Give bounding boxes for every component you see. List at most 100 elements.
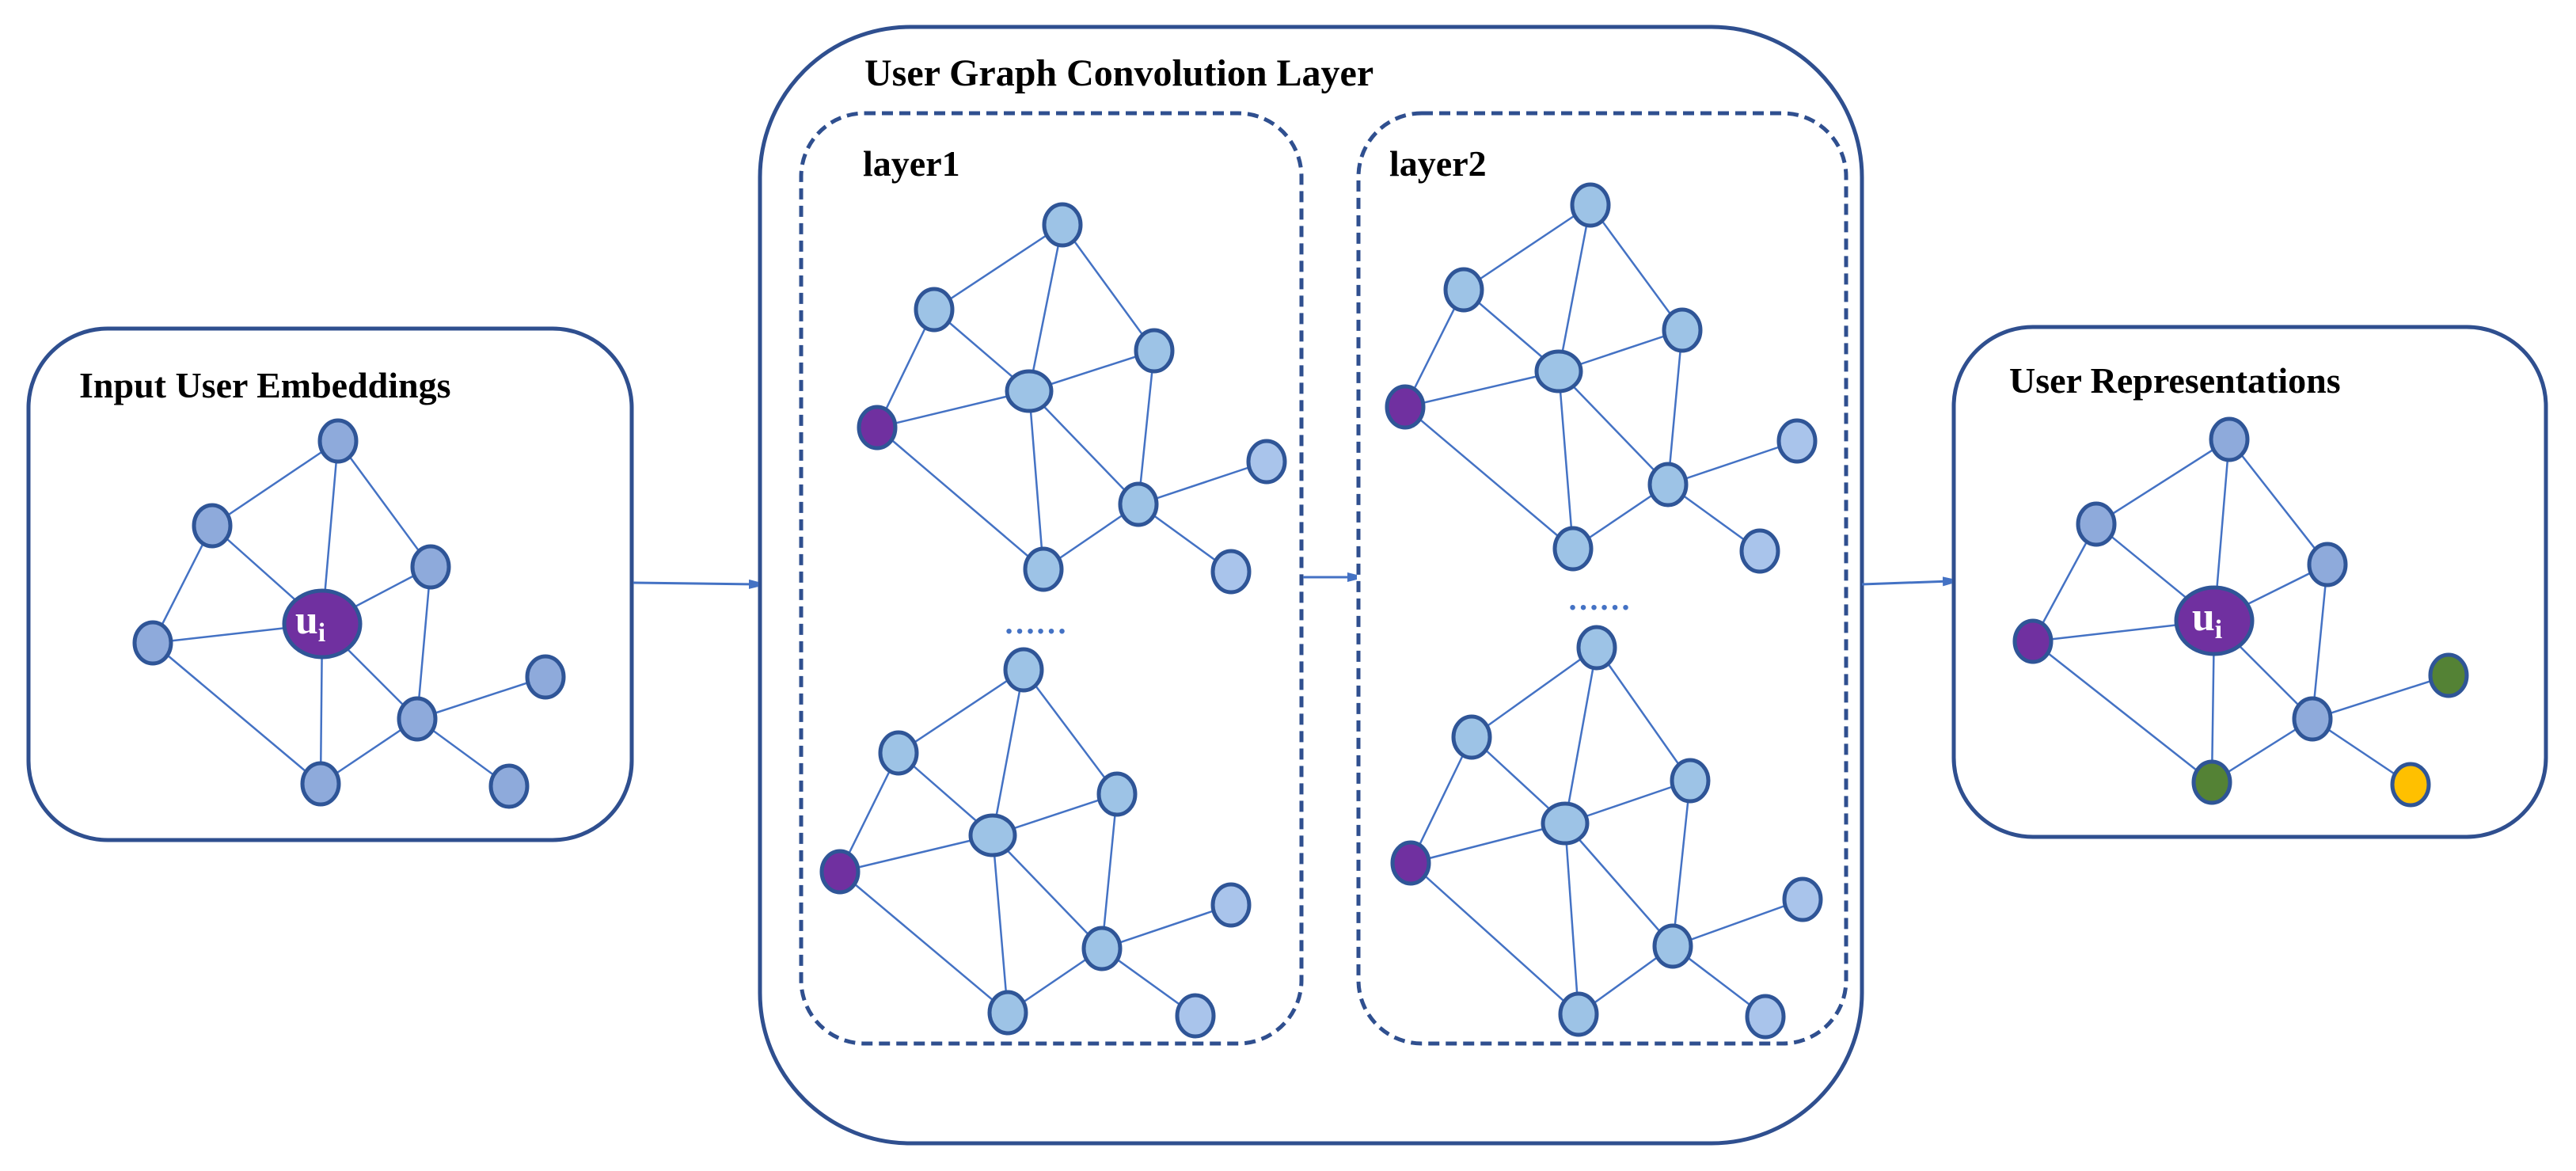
layer1-top-node	[914, 287, 955, 333]
layer2-bottom-edge-5	[1410, 822, 1566, 865]
layer1-top-node	[1210, 549, 1252, 595]
layer2-bottom-edge-9	[1671, 780, 1692, 947]
layer1-bottom-edge-8	[992, 835, 1103, 949]
layer1-bottom-edge-10	[839, 871, 1009, 1013]
layer2-top-node	[1739, 528, 1780, 574]
layer2-bottom-edge-7	[1563, 823, 1580, 1015]
layer2-top-node	[1776, 418, 1818, 464]
layer1-title: layer1	[863, 143, 960, 184]
layer1-bottom-node	[1175, 993, 1216, 1039]
layer1-bottom-node	[1003, 647, 1044, 693]
input-graph	[132, 418, 566, 809]
input-node	[132, 620, 173, 666]
output-yellow-node	[2390, 762, 2431, 808]
output-target-user-node	[2174, 585, 2255, 656]
input-panel	[26, 326, 634, 842]
layer1-top-node	[1042, 202, 1083, 248]
layer1-bottom-node	[878, 730, 919, 776]
layer2-top-edge-5	[1404, 370, 1560, 409]
layer1-top-edge-12	[1138, 460, 1267, 506]
conv-panel	[758, 25, 1864, 1146]
layer2-bottom-node	[1745, 994, 1786, 1040]
layer1-bottom-target-user-node	[819, 849, 861, 895]
layer2-top-node	[1662, 307, 1703, 353]
layer1-top-edge-5	[876, 390, 1030, 429]
layer2-title: layer2	[1389, 143, 1487, 184]
input-node	[410, 544, 451, 590]
layer2-bottom-node	[1576, 625, 1617, 671]
input-edge-9	[416, 566, 432, 720]
input-node	[192, 503, 233, 549]
output-edge-0	[2095, 438, 2230, 526]
output-center-label: ui	[2192, 595, 2222, 644]
output-green-node	[2428, 652, 2469, 698]
layer2-graph-top	[1385, 182, 1818, 574]
input-edge-2	[336, 440, 432, 568]
input-target-user-node	[282, 588, 363, 660]
layer1-bottom-node	[1096, 771, 1138, 817]
layer1-bottom-node	[1210, 882, 1252, 928]
layer2-bottom-edge-1	[1563, 647, 1598, 824]
layer2-top-node	[1534, 349, 1583, 394]
input-edge-10	[152, 642, 321, 785]
layer1-top-node	[1023, 546, 1064, 592]
layer2-top-node	[1570, 182, 1611, 228]
layer1-top-edge-2	[1061, 224, 1156, 352]
layer1-bottom-edge-7	[991, 835, 1009, 1013]
layer1-top-node	[1246, 439, 1287, 485]
input-panel-title: Input User Embeddings	[79, 365, 451, 405]
output-node	[2292, 696, 2333, 742]
layer2-bottom-edge-8	[1564, 823, 1674, 947]
layer1-panel	[799, 111, 1304, 1046]
layer2-bottom-node	[1451, 714, 1492, 760]
layer2-bottom-edge-0	[1471, 646, 1598, 739]
layer2-bottom-node	[1782, 876, 1823, 922]
output-edge-10	[2032, 641, 2213, 783]
layer2-bottom-edge-2	[1595, 647, 1692, 781]
layer1-top-edge-9	[1137, 350, 1156, 505]
layer1-bottom-edge-0	[898, 668, 1024, 755]
layer1-top-target-user-node	[857, 405, 898, 451]
layer1-graph-bottom	[819, 647, 1252, 1039]
layer1-top-edge-1	[1028, 224, 1064, 392]
layer2-graph-bottom	[1390, 625, 1823, 1040]
layer2-top-node	[1552, 526, 1594, 572]
input-edge-12	[416, 675, 546, 720]
output-purple-node	[2012, 618, 2054, 664]
layer2-bottom-target-user-node	[1390, 840, 1431, 886]
layer2-bottom-edge-12	[1672, 898, 1803, 948]
layer1-top-edge-7	[1028, 390, 1045, 570]
conv-panel-title: User Graph Convolution Layer	[864, 52, 1373, 94]
layer2-top-edge-9	[1666, 329, 1684, 485]
layer1-top-edge-10	[876, 427, 1044, 570]
arrow-input-to-conv	[633, 583, 757, 584]
layer1-top-node	[1005, 369, 1054, 413]
layer1-bottom-edge-2	[1023, 669, 1118, 795]
output-green-node	[2191, 759, 2232, 805]
output-panel-title: User Representations	[2009, 360, 2341, 401]
layer2-panel	[1356, 111, 1848, 1046]
layer2-top-edge-2	[1589, 204, 1684, 331]
output-edge-2	[2228, 439, 2328, 565]
layer2-ellipsis: ……	[1567, 581, 1631, 617]
layer1-top-node	[1134, 328, 1175, 374]
layer1-bottom-edge-1	[991, 669, 1025, 836]
output-edge-3	[2031, 523, 2098, 642]
arrow-conv-to-output	[1861, 581, 1951, 584]
output-edge-12	[2312, 674, 2449, 720]
output-edge-9	[2311, 564, 2329, 720]
output-node	[2209, 416, 2250, 462]
layer1-top-node	[1118, 481, 1159, 527]
output-node	[2076, 501, 2117, 547]
layer1-bottom-node	[987, 990, 1028, 1036]
layer1-graph-top	[857, 202, 1287, 595]
layer1-top-edge-8	[1028, 390, 1139, 505]
input-node	[317, 418, 359, 464]
layer2-bottom-node	[1541, 801, 1590, 846]
layer1-bottom-edge-9	[1100, 793, 1119, 949]
layer2-top-node	[1443, 267, 1484, 313]
layer1-bottom-node	[1081, 926, 1123, 971]
input-center-label: ui	[295, 598, 325, 648]
layer2-top-target-user-node	[1385, 384, 1426, 430]
